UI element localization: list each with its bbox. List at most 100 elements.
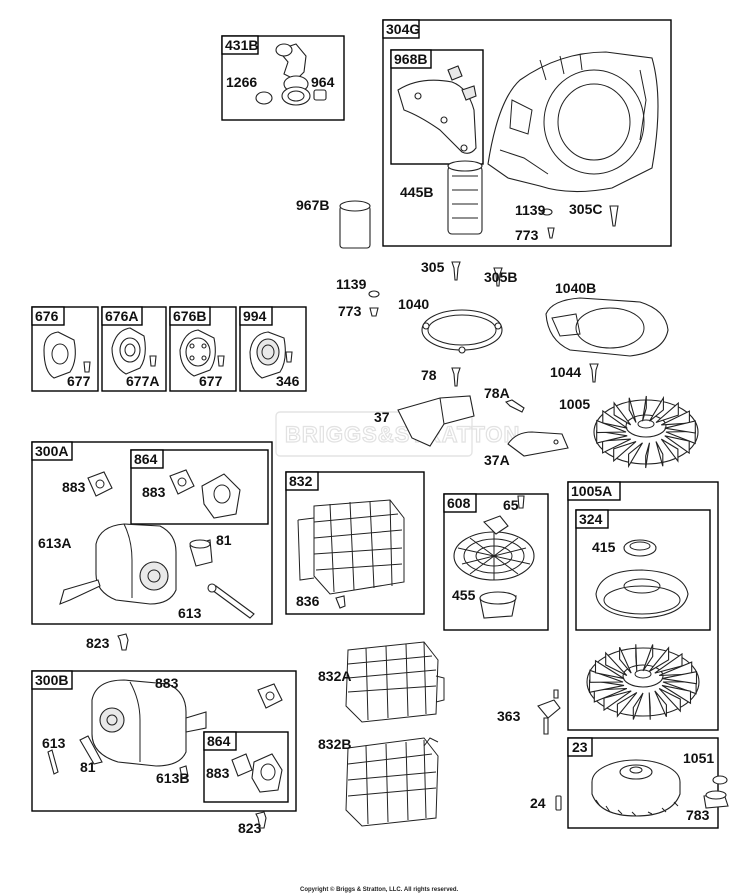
group-431B[interactable]: 431B 1266 964: [221, 35, 345, 121]
group-tag: 324: [579, 511, 603, 527]
callout: 305C: [569, 201, 602, 217]
fan-blade: [648, 692, 651, 720]
fan-blade: [655, 441, 664, 467]
part-967B[interactable]: 967B: [296, 197, 371, 249]
part-78A[interactable]: 78A: [484, 385, 525, 413]
fan-blade: [658, 688, 681, 713]
callout: 37: [374, 409, 390, 425]
callout: 1040B: [555, 280, 596, 296]
bolt-part: [609, 205, 619, 227]
fan-blade: [648, 646, 670, 672]
callout: 823: [238, 820, 262, 836]
callout: 883: [206, 765, 230, 781]
part-1005[interactable]: 1005: [559, 395, 699, 469]
fan-blade: [645, 442, 651, 469]
part-832B[interactable]: 832B: [318, 736, 439, 827]
group-994[interactable]: 994 346: [239, 306, 307, 392]
group-676A[interactable]: 676A 677A: [101, 306, 167, 392]
group-300B[interactable]: 300B 883 613 81 613B 864 883: [31, 670, 297, 812]
group-676B[interactable]: 676B 677: [169, 306, 237, 392]
group-1005A[interactable]: 1005A 324 415: [567, 481, 719, 731]
callout: 832A: [318, 668, 351, 684]
callout: 613A: [38, 535, 71, 551]
air-guide-part: [397, 65, 477, 154]
fan-blade: [655, 401, 679, 424]
fan-blade: [632, 692, 644, 720]
callout: 823: [86, 635, 110, 651]
group-676[interactable]: 676 677: [31, 306, 99, 392]
nut-part: [703, 790, 729, 809]
callout: 65: [503, 497, 519, 513]
part-823a[interactable]: 823: [86, 633, 129, 651]
callout: 1139: [515, 202, 546, 218]
fasteners-upper[interactable]: 305 305B 1139 773: [336, 259, 517, 319]
callout: 613: [178, 605, 202, 621]
screw-part: [547, 227, 555, 239]
watermark-text: BRIGGS&STRATTON: [285, 422, 520, 447]
fan-blade: [594, 659, 625, 680]
fan-blade: [654, 690, 667, 718]
callout: 81: [80, 759, 96, 775]
part-1040B[interactable]: 1040B: [545, 280, 669, 357]
fan-blade: [628, 442, 643, 469]
group-tag: 431B: [225, 37, 258, 53]
fan-blade: [642, 644, 654, 672]
fan-blade: [660, 438, 679, 463]
callout: 415: [592, 539, 616, 555]
part-37A[interactable]: 37A: [484, 431, 569, 468]
callout: 677: [199, 373, 223, 389]
group-300A[interactable]: 300A 864 883 883 613A 81 613: [31, 441, 273, 625]
group-tag: 300A: [35, 443, 68, 459]
callout: 78: [421, 367, 437, 383]
part-823b[interactable]: 823: [238, 811, 267, 836]
callout: 81: [216, 532, 232, 548]
fan-blade: [661, 410, 690, 426]
group-832[interactable]: 832 836: [285, 471, 425, 615]
callout: 24: [530, 795, 546, 811]
group-tag: 304G: [386, 21, 420, 37]
group-608[interactable]: 608 65 455: [443, 493, 549, 631]
washer-part: [712, 775, 728, 785]
washer-part: [541, 208, 553, 216]
copyright-text: Copyright © Briggs & Stratton, LLC. All …: [300, 886, 459, 893]
group-tag: 300B: [35, 672, 68, 688]
part-832A[interactable]: 832A: [318, 641, 445, 723]
callout: 836: [296, 593, 320, 609]
fan-blade: [588, 679, 625, 693]
callout: 1005: [559, 396, 590, 412]
fan-blade: [658, 661, 693, 677]
screen-adapter-part: [479, 591, 517, 619]
cap-part: [623, 539, 657, 557]
callout: 677A: [126, 373, 159, 389]
fan-blade: [596, 430, 628, 444]
fasteners-middle[interactable]: 78 1044: [421, 363, 599, 387]
part-24[interactable]: 24: [530, 795, 562, 811]
fan-blade: [664, 420, 696, 434]
callout: 1266: [226, 74, 257, 90]
muffler-guard-part: [297, 499, 405, 595]
callout: 964: [311, 74, 335, 90]
fan-blade: [602, 409, 628, 429]
group-tag: 864: [207, 733, 231, 749]
callout: 783: [686, 807, 710, 823]
callout: 305: [421, 259, 445, 275]
muffler-part: [91, 679, 207, 767]
callout: 1040: [398, 296, 429, 312]
callout: 832B: [318, 736, 351, 752]
part-1040[interactable]: 1040: [398, 296, 503, 354]
rotating-screen-part: [453, 515, 535, 581]
air-filter-part: [447, 160, 483, 235]
callout: 305B: [484, 269, 517, 285]
fan-blade: [613, 401, 632, 426]
callout: 1051: [683, 750, 714, 766]
callout: 1044: [550, 364, 581, 380]
part-37[interactable]: 37: [374, 395, 475, 447]
fan-part: [586, 644, 700, 720]
callout: 78A: [484, 385, 510, 401]
callout: 363: [497, 708, 521, 724]
group-23[interactable]: 23 1051 783: [567, 737, 729, 829]
part-363[interactable]: 363: [497, 689, 561, 735]
group-tag: 676A: [105, 308, 138, 324]
fan-blade: [641, 395, 647, 422]
group-304G[interactable]: 304G 968B 445B 1139: [382, 19, 672, 247]
